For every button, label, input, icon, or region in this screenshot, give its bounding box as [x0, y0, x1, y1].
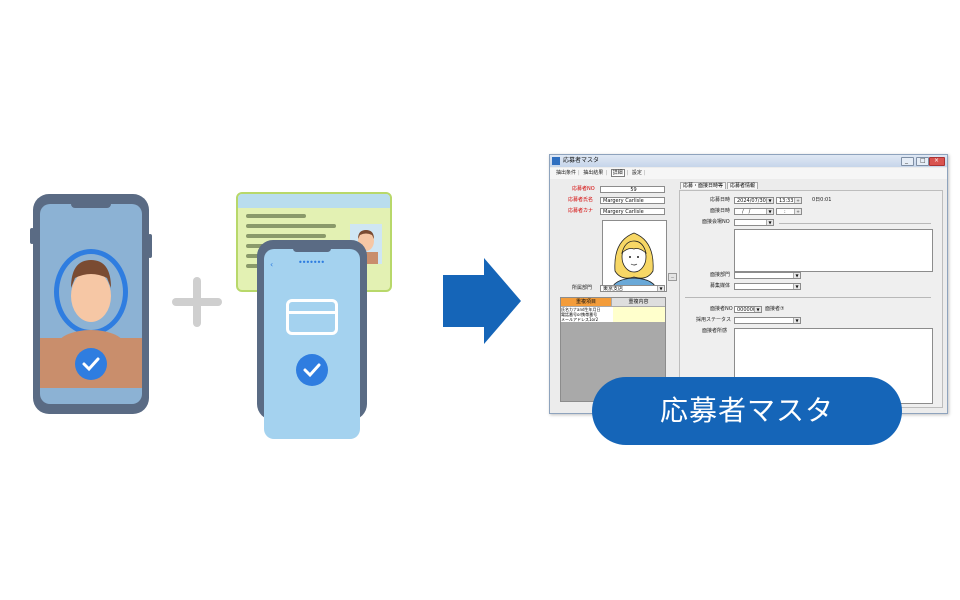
- applicant-kana-field[interactable]: Margery Carlisle: [600, 208, 665, 215]
- applicant-no-label: 応募者NO: [572, 186, 595, 192]
- close-button[interactable]: ×: [929, 157, 945, 166]
- menu-extract-conditions[interactable]: 抽出条件: [556, 170, 577, 176]
- manager-name: 面接者⑦: [765, 306, 785, 312]
- chevron-down-icon[interactable]: ▼: [793, 284, 800, 289]
- window-title: 応募者マスタ: [563, 157, 600, 164]
- applicant-name-label: 応募者氏名: [568, 197, 594, 203]
- menu-bar: 抽出条件| 抽出結果| 詳細| 設定|: [550, 168, 947, 179]
- list-item[interactable]: メールアドレス1or2: [561, 317, 665, 322]
- applicant-name-field[interactable]: Margery Carlisle: [600, 197, 665, 204]
- applicant-master-window: 応募者マスタ _ □ × 抽出条件| 抽出結果| 詳細| 設定| 応募者NO 5…: [549, 154, 948, 414]
- phone-screen: ‹ •••••••: [264, 249, 360, 439]
- applicant-no-field[interactable]: 59: [600, 186, 665, 193]
- card-frame-icon: [286, 299, 338, 335]
- detail-tabs: 応募・面接日時等応募者情報: [680, 182, 759, 190]
- apply-elapsed: 0日0:01: [812, 197, 832, 203]
- venue-detail-area[interactable]: [734, 229, 933, 272]
- interview-time-field[interactable]: __:__÷: [776, 208, 802, 215]
- status-label: 採用ステータス: [696, 317, 732, 323]
- check-icon: [75, 348, 107, 380]
- phone-notch: [293, 245, 331, 252]
- apply-date-field[interactable]: 2024/07/30▼: [734, 197, 774, 204]
- minimize-button[interactable]: _: [901, 157, 914, 166]
- impression-label: 面接者所感: [702, 328, 728, 334]
- chevron-down-icon[interactable]: ▼: [766, 198, 773, 203]
- list-header-duplicate-item[interactable]: 重複項目: [561, 298, 611, 306]
- arrow-head-icon: [484, 258, 521, 344]
- arrow-right-icon: [443, 275, 485, 327]
- photo-browse-button[interactable]: …: [668, 273, 677, 281]
- media-select[interactable]: ▼: [734, 283, 801, 290]
- back-icon: ‹: [270, 260, 274, 269]
- tab-applicant-info[interactable]: 応募者情報: [727, 182, 759, 189]
- chevron-down-icon[interactable]: ▼: [754, 307, 761, 312]
- divider: [779, 223, 931, 224]
- divider: [685, 297, 931, 298]
- chevron-down-icon[interactable]: ▼: [657, 286, 664, 291]
- phone-side-button: [148, 234, 152, 258]
- list-item[interactable]: 電話番号or携帯番号: [561, 312, 665, 317]
- menu-extract-results[interactable]: 抽出結果: [583, 170, 604, 176]
- interview-date-label: 面接日時: [710, 208, 731, 214]
- interview-venue-label: 面接会場NO: [702, 219, 730, 225]
- check-icon: [296, 354, 328, 386]
- phone-side-button: [30, 228, 34, 244]
- interview-date-field[interactable]: __/__/__▼: [734, 208, 774, 215]
- menu-settings[interactable]: 設定: [631, 170, 642, 176]
- chevron-down-icon[interactable]: ▼: [766, 209, 773, 214]
- id-scan-phone-illustration: ‹ •••••••: [257, 240, 367, 439]
- phone-notch: [71, 200, 111, 208]
- loading-dots-icon: •••••••: [298, 258, 325, 267]
- plus-icon: [193, 277, 201, 327]
- chevron-down-icon[interactable]: ▼: [766, 220, 773, 225]
- department-select[interactable]: 東京支店 ▼: [600, 285, 665, 292]
- title-bar: 応募者マスタ _ □ ×: [550, 155, 947, 167]
- maximize-button[interactable]: □: [916, 157, 929, 166]
- department-label: 所属部門: [572, 285, 593, 291]
- tab-apply-interview[interactable]: 応募・面接日時等: [680, 182, 727, 189]
- media-label: 募集媒体: [710, 283, 731, 289]
- app-icon: [552, 157, 560, 165]
- applicant-photo: [602, 220, 667, 292]
- status-select[interactable]: ▼: [734, 317, 801, 324]
- interview-dept-label: 面接部門: [710, 272, 731, 278]
- interview-venue-select[interactable]: ▼: [734, 219, 774, 226]
- manager-no-select[interactable]: 000000▼: [734, 306, 762, 313]
- stepper-icon[interactable]: ÷: [794, 209, 801, 214]
- interview-dept-select[interactable]: ▼: [734, 272, 801, 279]
- applicant-kana-label: 応募者カナ: [568, 208, 594, 214]
- list-item[interactable]: 氏名カナand生年月日: [561, 307, 665, 312]
- apply-date-label: 応募日時: [710, 197, 731, 203]
- face-scan-icon: [40, 249, 142, 388]
- list-header-duplicate-content[interactable]: 重複内容: [612, 298, 665, 306]
- id-card-header: [238, 194, 390, 208]
- menu-details[interactable]: 詳細: [610, 169, 625, 177]
- apply-time-field[interactable]: 13:33÷: [776, 197, 802, 204]
- chevron-down-icon[interactable]: ▼: [793, 273, 800, 278]
- phone-screen: [40, 204, 142, 404]
- feature-banner: 応募者マスタ: [592, 377, 902, 445]
- department-value: 東京支店: [603, 286, 624, 292]
- face-auth-phone-illustration: [30, 194, 152, 414]
- stepper-icon[interactable]: ÷: [794, 198, 801, 203]
- chevron-down-icon[interactable]: ▼: [793, 318, 800, 323]
- manager-no-label: 面接者NO: [710, 306, 733, 312]
